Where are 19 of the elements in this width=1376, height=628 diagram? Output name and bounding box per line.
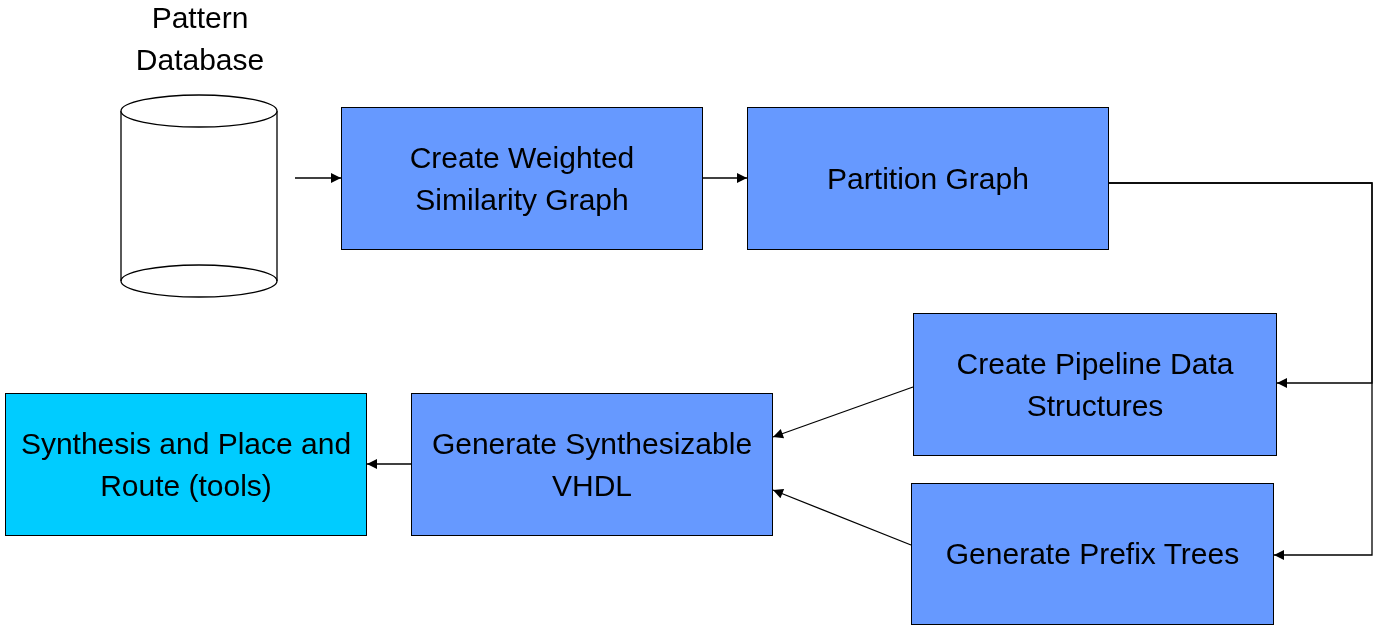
step-label: Generate Synthesizable VHDL xyxy=(430,425,754,504)
arrow xyxy=(702,173,748,183)
arrow xyxy=(772,489,912,546)
process-box xyxy=(913,313,1277,456)
process-box xyxy=(411,393,773,536)
process-box xyxy=(911,483,1274,625)
step-label: Partition Graph xyxy=(826,160,1030,197)
process-box xyxy=(341,107,703,250)
arrow xyxy=(366,459,412,469)
database-label: Pattern Database xyxy=(134,0,266,78)
step-label: Create Weighted Similarity Graph xyxy=(408,139,636,218)
arrow xyxy=(1108,182,1373,560)
step-label: Synthesis and Place and Route (tools) xyxy=(19,425,353,504)
arrow xyxy=(294,173,342,183)
step-label: Create Pipeline Data Structures xyxy=(955,345,1235,424)
arrow xyxy=(772,386,914,439)
step-label: Generate Prefix Trees xyxy=(944,536,1241,572)
process-box xyxy=(747,107,1109,250)
process-box xyxy=(5,393,367,536)
